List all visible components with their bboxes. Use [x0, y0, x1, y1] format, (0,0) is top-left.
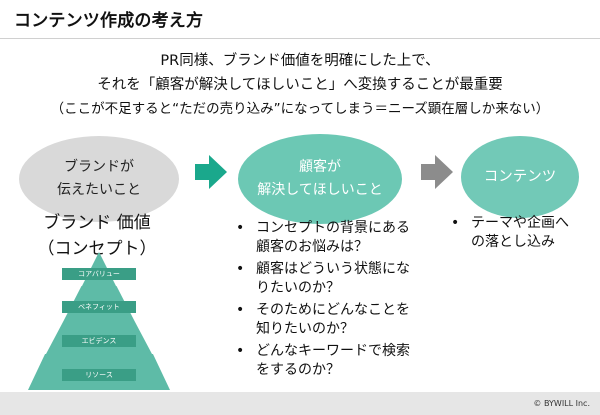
arrow-right-icon	[421, 155, 453, 189]
arrow-1-shape	[195, 155, 227, 189]
copyright-text: © BYWILL Inc.	[533, 399, 590, 408]
list-item: 顧客はどういう状態になりたいのか？	[232, 260, 422, 297]
pyramid-label-resource: リソース	[62, 369, 136, 381]
contents-oval: コンテンツ	[461, 136, 579, 218]
list-item: そのためにどんなことを知りたいのか？	[232, 301, 422, 338]
arrow-right-icon	[195, 155, 227, 189]
list-item: コンセプトの背景にある顧客のお悩みは？	[232, 219, 422, 256]
brand-message-line-2: 伝えたいこと	[57, 182, 141, 198]
brand-value-line-1: ブランド 価値	[43, 213, 151, 233]
brand-value-heading: ブランド 価値 （コンセプト）	[22, 210, 172, 262]
list-item: テーマや企画への落とし込み	[447, 214, 577, 251]
customer-question-list: コンセプトの背景にある顧客のお悩みは？ 顧客はどういう状態になりたいのか？ その…	[232, 219, 422, 383]
footer-band	[0, 392, 600, 415]
lead-line-1: PR同様、ブランド価値を明確にした上で、	[160, 53, 440, 69]
page-title: コンテンツ作成の考え方	[14, 11, 204, 31]
brand-message-line-1: ブランドが	[64, 159, 134, 175]
brand-pyramid: コアバリュー ベネフィット エビデンス リソース	[28, 252, 170, 390]
arrow-2-shape	[421, 155, 453, 189]
brand-value-line-2: （コンセプト）	[37, 239, 157, 259]
pyramid-label-core-value: コアバリュー	[62, 268, 136, 280]
lead-line-3: （ここが不足すると“ただの売り込み”になってしまう＝ニーズ顕在層しか来ない）	[50, 101, 550, 117]
title-divider	[0, 38, 600, 39]
lead-line-2: それを「顧客が解決してほしいこと」へ変換することが最重要	[97, 77, 503, 93]
customer-need-line-1: 顧客が	[299, 159, 341, 175]
pyramid-label-evidence: エビデンス	[62, 335, 136, 347]
customer-need-oval: 顧客が 解決してほしいこと	[238, 134, 402, 224]
pyramid-label-benefit: ベネフィット	[62, 301, 136, 313]
list-item: どんなキーワードで検索をするのか？	[232, 342, 422, 379]
customer-need-line-2: 解決してほしいこと	[257, 182, 383, 198]
brand-message-oval: ブランドが 伝えたいこと	[19, 136, 179, 222]
content-item-list: テーマや企画への落とし込み	[447, 214, 577, 255]
contents-label: コンテンツ	[483, 168, 557, 185]
